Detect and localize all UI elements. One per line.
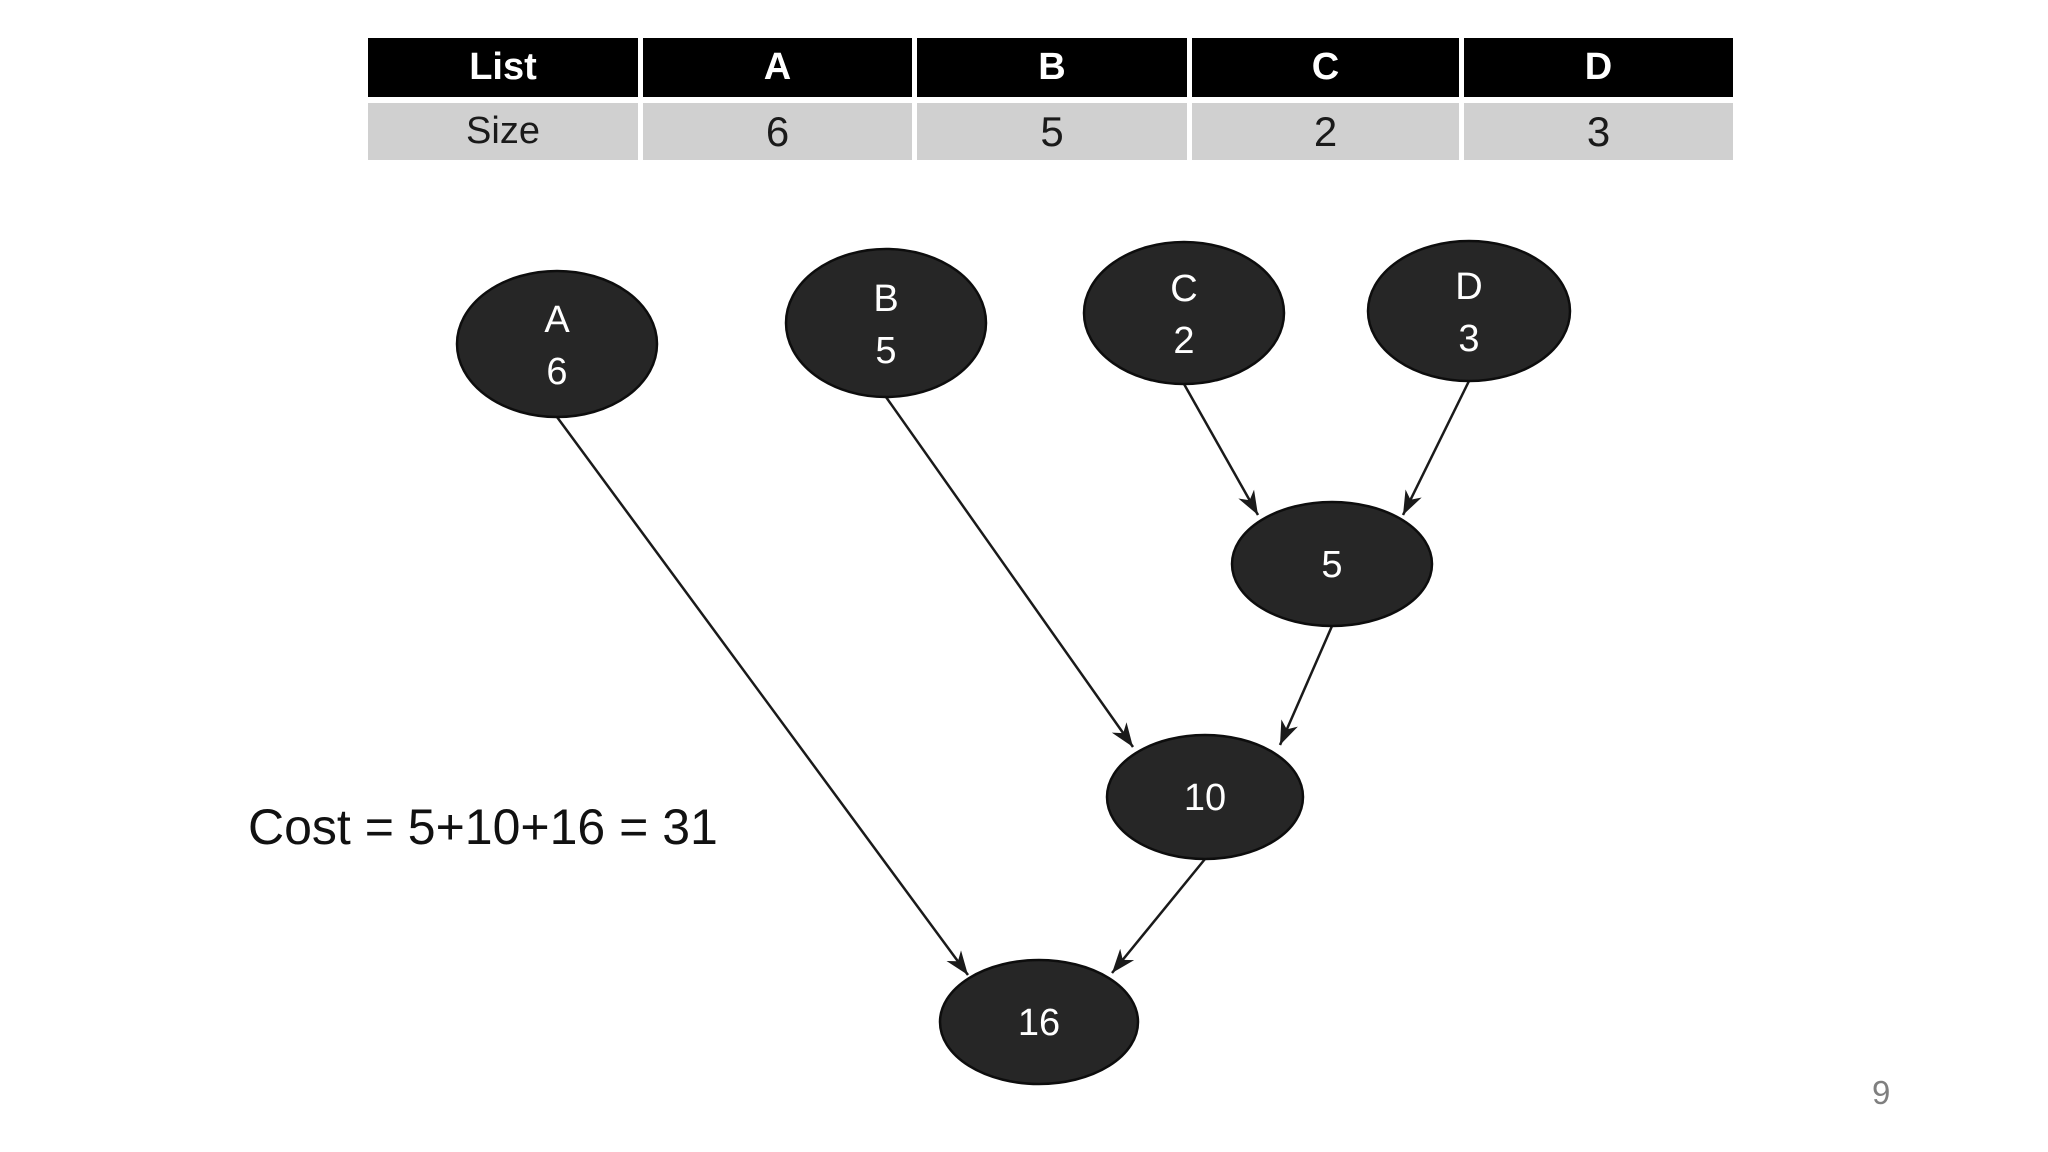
node-c-label: C xyxy=(1170,268,1197,310)
node-b: B 5 xyxy=(784,247,988,399)
table-cell: 2 xyxy=(1192,103,1459,160)
edge-5-to-10 xyxy=(1278,625,1334,746)
table-header-cell: C xyxy=(1192,38,1459,97)
node-d: D 3 xyxy=(1366,239,1572,383)
table-cell: 6 xyxy=(643,103,912,160)
node-d-label: D xyxy=(1455,266,1482,308)
page-number: 9 xyxy=(1872,1074,1891,1111)
cost-text: Cost = 5+10+16 = 31 xyxy=(248,799,718,855)
node-merge-10: 10 xyxy=(1105,733,1305,861)
edge-10-to-16 xyxy=(1111,858,1206,974)
node-a: A 6 xyxy=(455,269,659,419)
edge-c-to-5 xyxy=(1182,383,1260,516)
table-cell: 5 xyxy=(917,103,1187,160)
node-b-size: 5 xyxy=(875,330,896,372)
node-a-label: A xyxy=(544,299,570,341)
edge-b-to-10 xyxy=(884,396,1135,748)
edge-d-to-5 xyxy=(1401,380,1471,516)
node-merge-16-label: 16 xyxy=(1018,1002,1060,1044)
table-cell: Size xyxy=(368,103,638,160)
node-merge-5-label: 5 xyxy=(1321,544,1342,586)
table-header-cell: D xyxy=(1464,38,1733,97)
node-merge-10-label: 10 xyxy=(1184,777,1226,819)
edge-a-to-16 xyxy=(555,416,970,976)
node-c-size: 2 xyxy=(1173,320,1194,362)
node-c: C 2 xyxy=(1082,240,1286,386)
node-b-label: B xyxy=(873,278,898,320)
node-d-size: 3 xyxy=(1458,318,1479,360)
size-table: List A B C D Size 6 5 2 3 xyxy=(368,38,1733,160)
table-header-cell: B xyxy=(917,38,1187,97)
table-header-cell: A xyxy=(643,38,912,97)
table-header-cell: List xyxy=(368,38,638,97)
node-merge-16: 16 xyxy=(938,958,1140,1086)
node-merge-5: 5 xyxy=(1230,500,1434,628)
table-cell: 3 xyxy=(1464,103,1733,160)
node-a-size: 6 xyxy=(546,351,567,393)
